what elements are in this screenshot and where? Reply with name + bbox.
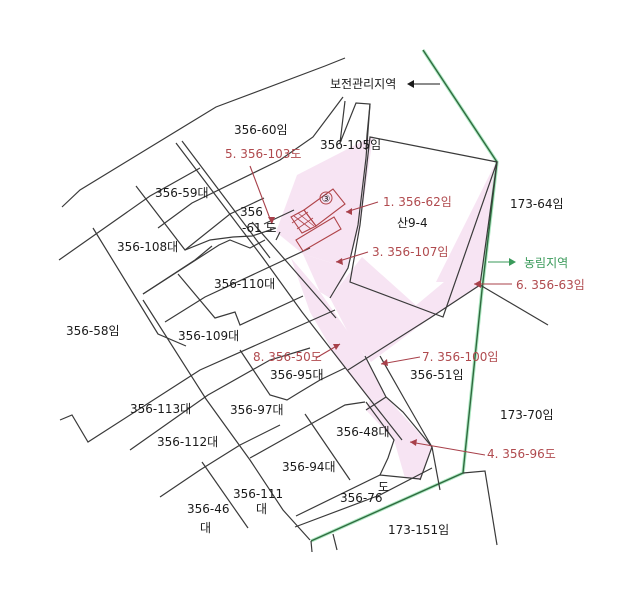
label-356-97: 356-97대 xyxy=(230,403,284,417)
building-footprints: ③ xyxy=(290,188,346,252)
label-173-151: 173-151임 xyxy=(388,523,449,537)
parcel-lines xyxy=(58,57,549,553)
label-356-95: 356-95대 xyxy=(270,368,324,382)
parcel-356-63-shade[interactable] xyxy=(408,162,496,326)
building-number-circle xyxy=(319,191,333,205)
label-356-110: 356-110대 xyxy=(214,277,275,291)
label-356-46-a: 356-46 xyxy=(187,502,230,516)
parcel-356-96-shade[interactable] xyxy=(366,397,432,480)
annotation-356-100[interactable]: 7. 356-100임 xyxy=(422,350,498,364)
label-356-46-b: 대 xyxy=(200,521,211,535)
label-173-70: 173-70임 xyxy=(500,408,554,422)
label-356-94: 356-94대 xyxy=(282,460,336,474)
label-356-60: 356-60임 xyxy=(234,123,288,137)
annotation-356-96[interactable]: 4. 356-96도 xyxy=(487,447,556,461)
label-356-109: 356-109대 xyxy=(178,329,239,343)
annotation-356-107[interactable]: 3. 356-107임 xyxy=(372,245,448,259)
label-356-105: 356-105임 xyxy=(320,138,381,152)
zone-label-agricultural: 농림지역 xyxy=(524,256,568,270)
annotation-356-50[interactable]: 8. 356-50도 xyxy=(253,350,322,364)
annotation-356-103[interactable]: 5. 356-103도 xyxy=(225,147,301,161)
zone-label-conservation: 보전관리지역 xyxy=(330,77,396,91)
label-356-112: 356-112대 xyxy=(157,435,218,449)
annotation-356-63[interactable]: 6. 356-63임 xyxy=(516,278,585,292)
label-356-51: 356-51임 xyxy=(410,368,464,382)
label-356-76-do: 도 xyxy=(378,480,389,494)
annotation-labels: 1. 356-62임 3. 356-107임 4. 356-96도 5. 356… xyxy=(225,147,585,461)
label-356-108: 356-108대 xyxy=(117,240,178,254)
label-173-64: 173-64임 xyxy=(510,197,564,211)
building-rect-2[interactable] xyxy=(295,216,342,252)
building-number: ③ xyxy=(322,194,331,205)
label-san-9-4: 산9-4 xyxy=(397,216,428,230)
label-356-61-b: -61 도 xyxy=(242,221,276,235)
highlighted-parcels xyxy=(276,136,496,480)
hatch-pattern xyxy=(291,211,315,230)
annotation-arrows xyxy=(249,80,516,456)
label-356-48: 356-48대 xyxy=(336,425,390,439)
annotation-356-62[interactable]: 1. 356-62임 xyxy=(383,195,452,209)
label-356-111-b: 대 xyxy=(256,502,267,516)
label-356-111-a: 356-111 xyxy=(233,487,283,501)
parcel-356-62-shade[interactable] xyxy=(276,136,373,268)
zone-boundary-line xyxy=(310,49,498,542)
label-356-59: 356-59대 xyxy=(155,186,209,200)
label-356-113: 356-113대 xyxy=(130,402,191,416)
label-356-61-a: 356 xyxy=(240,205,263,219)
zone-boundary xyxy=(310,49,499,543)
zone-labels: 보전관리지역 농림지역 xyxy=(330,77,568,270)
label-356-76: 356-76 xyxy=(340,491,383,505)
label-356-58: 356-58임 xyxy=(66,324,120,338)
parcel-labels: 356-60임 356-105임 356-59대 356-108대 356 -6… xyxy=(66,123,564,537)
